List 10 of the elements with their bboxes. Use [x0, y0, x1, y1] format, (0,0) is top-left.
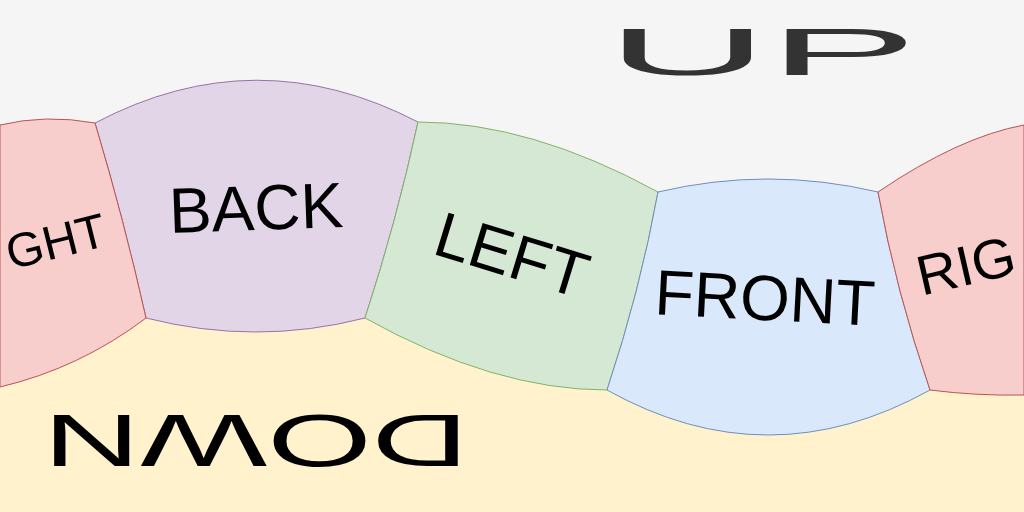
- cube-face: [0, 118, 147, 388]
- face-label: UP: [606, 18, 918, 86]
- face-label: DOWN: [43, 403, 469, 477]
- face-label: GHT: [1, 206, 111, 278]
- cube-face: [877, 124, 1024, 396]
- face-label: LEFT: [427, 201, 597, 309]
- face-label: FRONT: [653, 260, 877, 336]
- face-label: BACK: [167, 173, 345, 243]
- cube-face: [364, 121, 659, 391]
- face-label: RIG: [911, 227, 1021, 305]
